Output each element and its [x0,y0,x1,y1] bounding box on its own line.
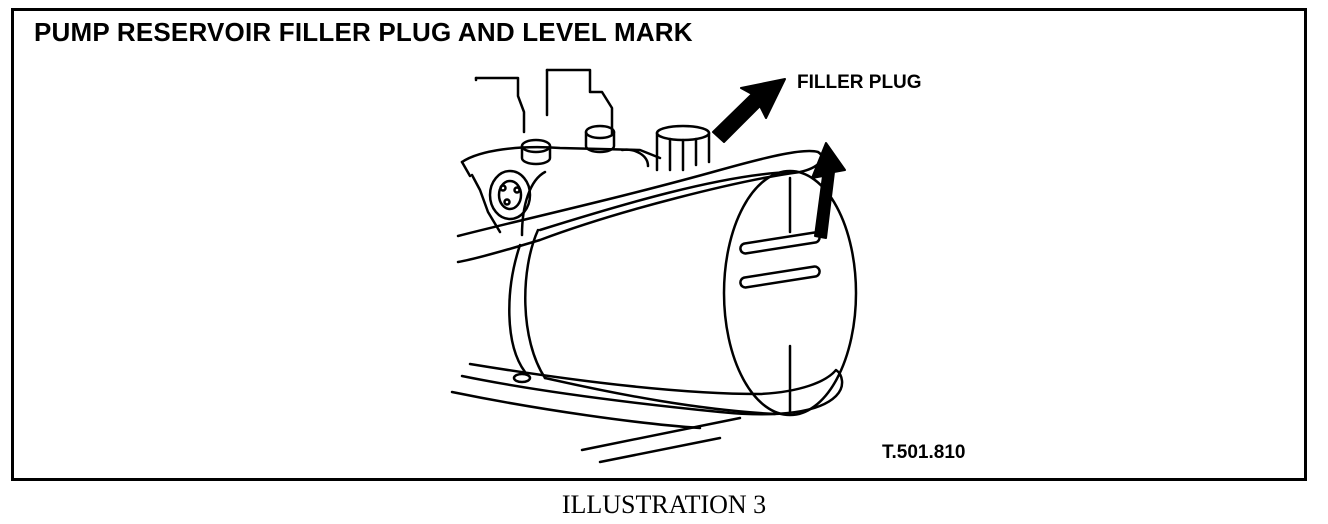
arrow-icon [712,78,846,239]
filler-plug-label: FILLER PLUG [797,72,922,93]
filler-plug [655,124,711,172]
figure-title: PUMP RESERVOIR FILLER PLUG AND LEVEL MAR… [34,17,693,47]
pump-body [460,145,662,237]
reservoir-cylinder [508,169,858,417]
figure-number: T.501.810 [882,442,966,463]
figure-frame [11,8,1307,481]
level-marks [739,176,821,414]
top-caps [520,124,616,166]
illustration-caption: ILLUSTRATION 3 [561,490,767,519]
mounting-bracket [474,68,614,136]
